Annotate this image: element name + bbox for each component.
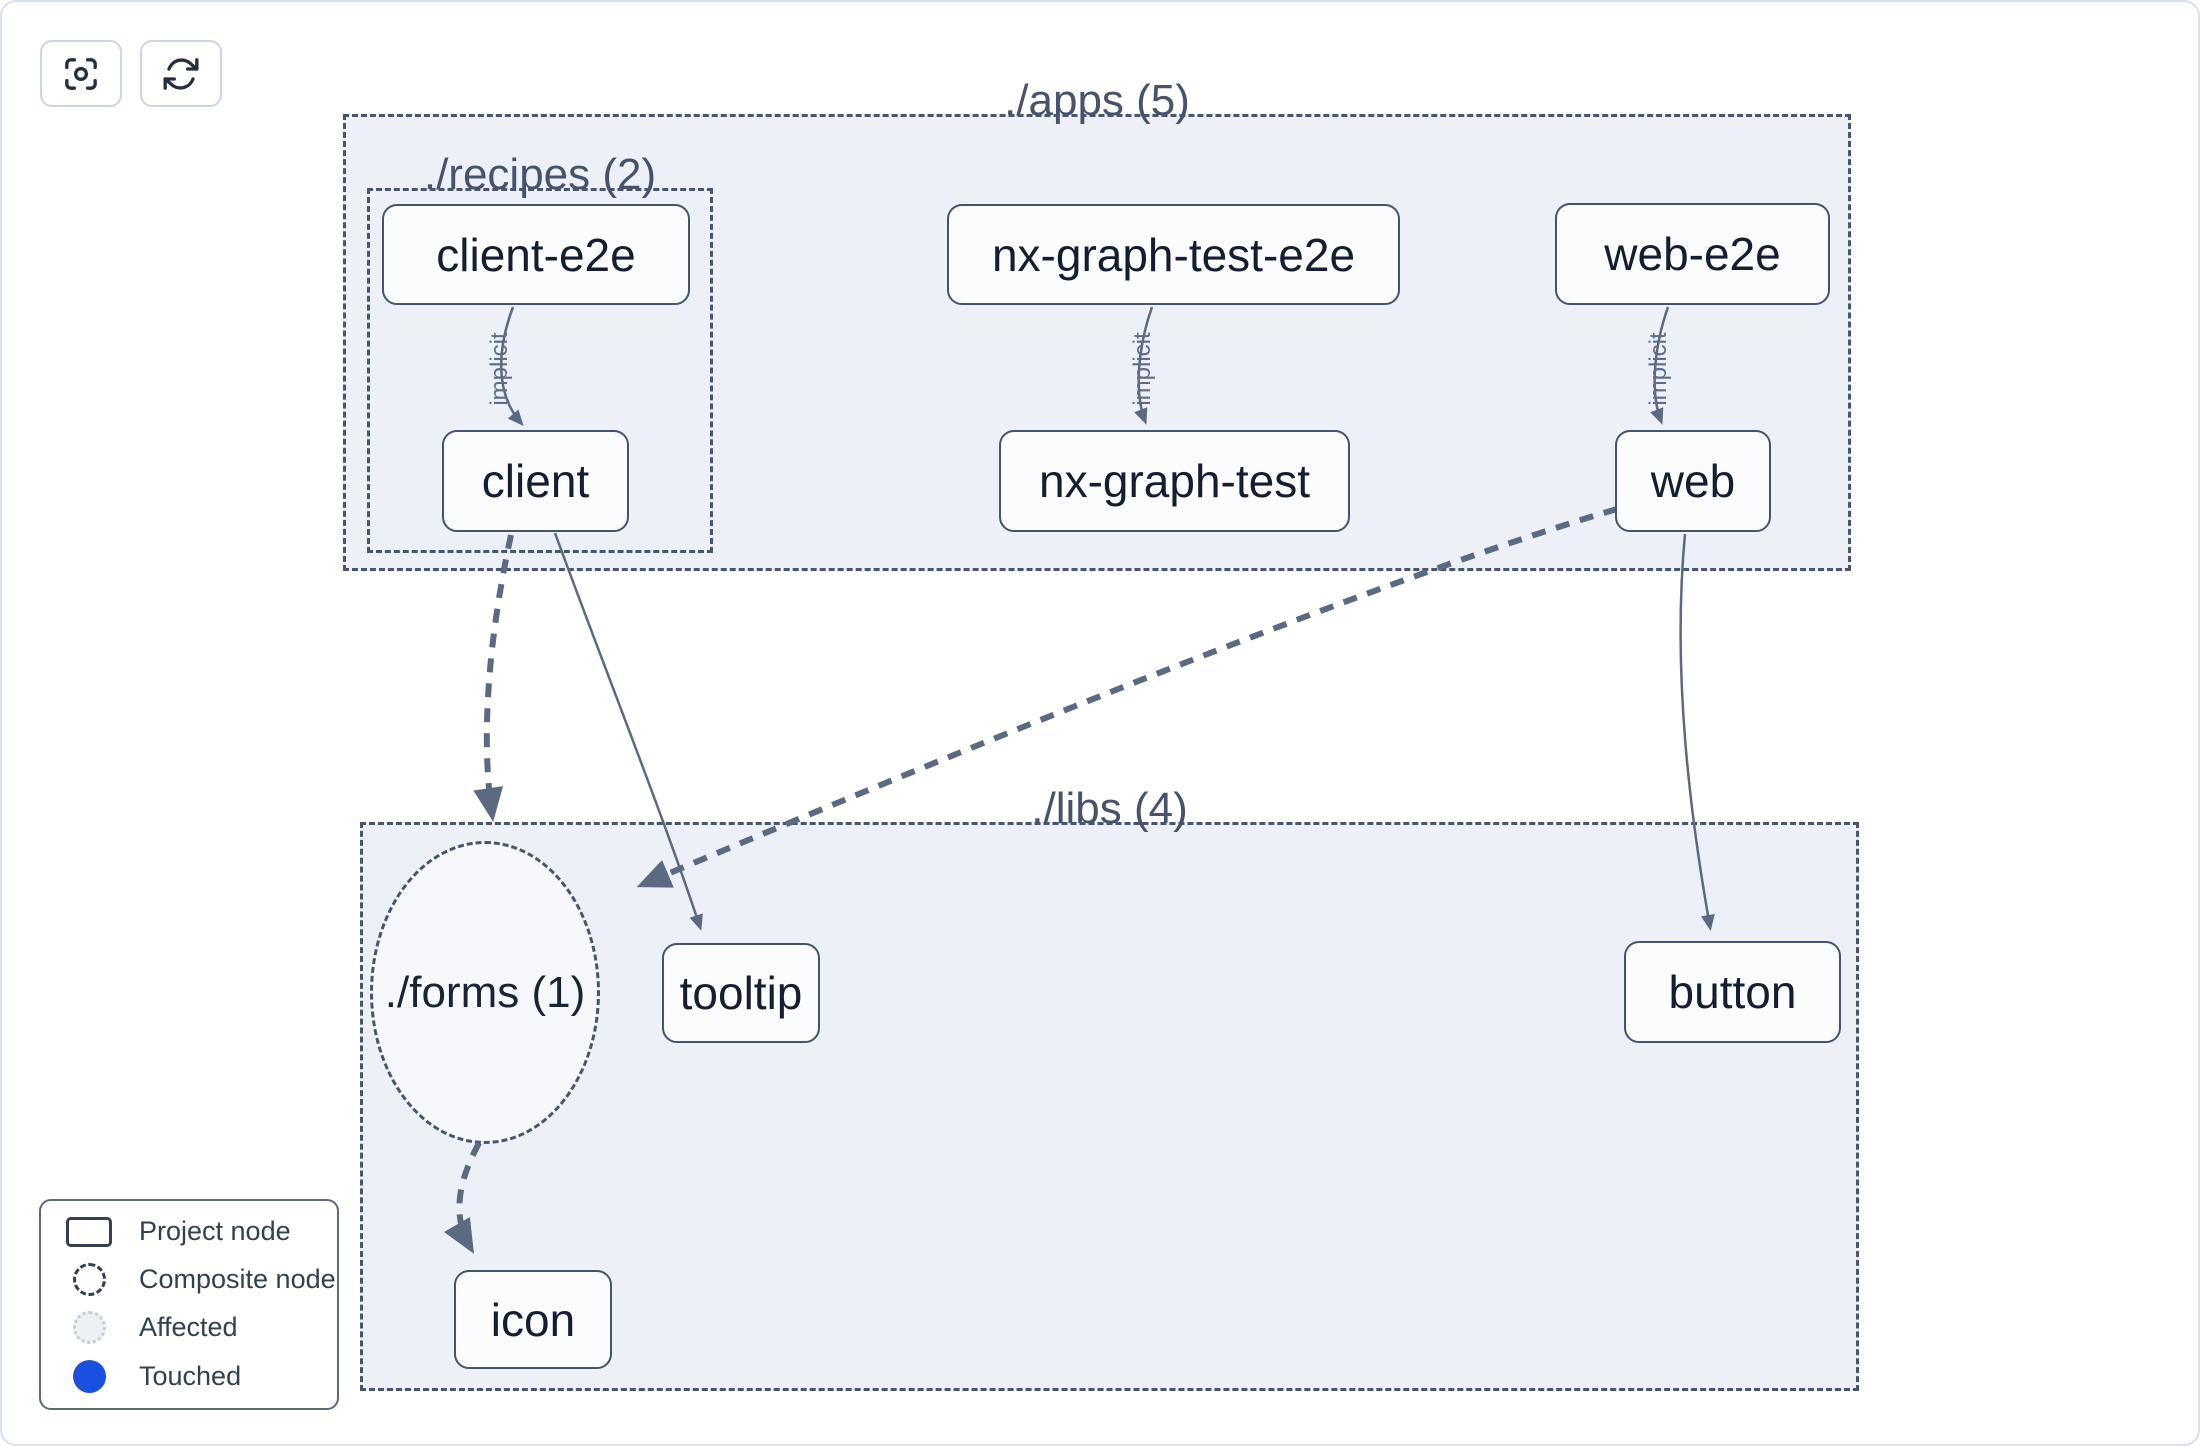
node-web-e2e[interactable]: web-e2e: [1555, 203, 1830, 305]
node-icon[interactable]: icon: [454, 1270, 612, 1369]
scan-focus-icon: [65, 57, 97, 90]
composite-node-swatch: [72, 1262, 106, 1296]
legend-label-project-node: Project node: [139, 1216, 291, 1247]
node-client[interactable]: client: [442, 430, 629, 532]
node-nx-graph-test[interactable]: nx-graph-test: [999, 430, 1350, 532]
node-button[interactable]: button: [1624, 941, 1841, 1043]
legend: Project node Composite node Affected Tou…: [39, 1199, 339, 1410]
node-tooltip-label: tooltip: [679, 967, 803, 1019]
refresh-icon: [163, 57, 199, 90]
node-nx-graph-test-e2e[interactable]: nx-graph-test-e2e: [947, 204, 1400, 305]
group-apps-label: ./apps (5): [1004, 76, 1190, 125]
refresh-button[interactable]: [140, 40, 222, 107]
legend-label-affected: Affected: [139, 1312, 238, 1343]
group-recipes-label: ./recipes (2): [423, 150, 657, 199]
node-icon-label: icon: [490, 1293, 576, 1346]
affected-swatch: [72, 1311, 106, 1345]
node-client-e2e-label: client-e2e: [436, 228, 636, 281]
group-recipes: ./recipes (2): [367, 150, 713, 553]
project-node-swatch: [66, 1216, 112, 1247]
node-client-e2e[interactable]: client-e2e: [382, 204, 690, 305]
legend-item-project-node: Project node: [63, 1216, 337, 1247]
node-nx-graph-test-label: nx-graph-test: [1038, 455, 1310, 507]
legend-item-composite-node: Composite node: [63, 1262, 337, 1296]
group-libs-label: ./libs (4): [1031, 784, 1188, 833]
node-client-label: client: [481, 455, 590, 507]
edge-client-to-forms: [473, 534, 514, 822]
composite-node-forms-label: ./forms (1): [384, 967, 586, 1017]
composite-node-forms[interactable]: ./forms (1): [370, 841, 600, 1144]
legend-label-composite-node: Composite node: [139, 1263, 336, 1294]
node-button-label: button: [1668, 966, 1797, 1018]
legend-item-affected: Affected: [63, 1311, 337, 1345]
node-web-label: web: [1650, 455, 1736, 507]
node-web-e2e-label: web-e2e: [1604, 228, 1781, 280]
focus-mode-button[interactable]: [40, 40, 122, 107]
node-web[interactable]: web: [1615, 430, 1771, 532]
node-nx-graph-test-e2e-label: nx-graph-test-e2e: [991, 228, 1356, 281]
legend-label-touched: Touched: [139, 1360, 242, 1391]
legend-item-touched: Touched: [63, 1359, 337, 1393]
node-tooltip[interactable]: tooltip: [662, 943, 820, 1043]
touched-swatch: [72, 1359, 106, 1393]
